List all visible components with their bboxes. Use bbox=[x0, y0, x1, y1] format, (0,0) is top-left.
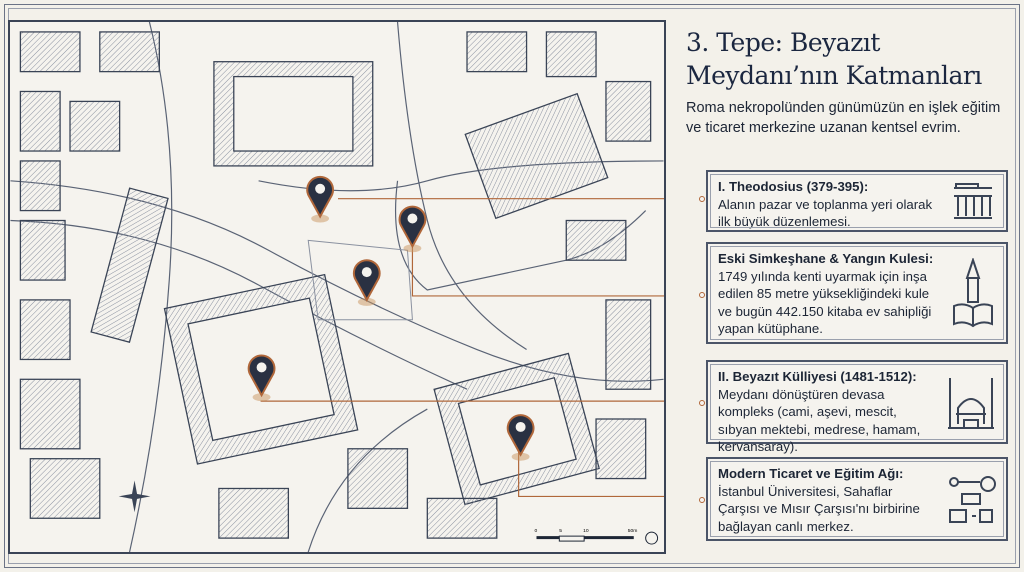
mosque-icon bbox=[948, 378, 994, 429]
map[interactable]: 0 5 10 50m bbox=[8, 20, 666, 554]
outer-frame bbox=[4, 4, 1020, 568]
leader-lines bbox=[260, 198, 664, 498]
scale-label: 10 bbox=[583, 528, 589, 534]
map-pin-icon[interactable] bbox=[306, 175, 334, 223]
card-title: I. Theodosius (379-395): bbox=[718, 179, 869, 194]
map-pin-icon[interactable] bbox=[398, 205, 427, 253]
map-pin-icon[interactable] bbox=[247, 354, 276, 402]
connector-dot bbox=[699, 292, 705, 298]
card-text: İstanbul Üniversitesi, Sahaflar Çarşısı … bbox=[718, 483, 920, 534]
scale-label: 50m bbox=[628, 528, 638, 534]
card-text: Meydanı dönüştüren devasa kompleks (cami… bbox=[718, 386, 921, 455]
scale-bar: 0 5 10 50m bbox=[535, 528, 659, 545]
page-title: 3. Tepe: Beyazıt Meydanı’nın Katmanları bbox=[686, 28, 982, 90]
roman-forum-icon bbox=[954, 183, 992, 219]
scale-label: 5 bbox=[559, 528, 562, 534]
map-pins bbox=[247, 175, 535, 461]
card-title: Modern Ticaret ve Eğitim Ağı: bbox=[718, 466, 904, 481]
card-text: 1749 yılında kenti uyarmak için inşa edi… bbox=[718, 268, 932, 337]
square-outline bbox=[307, 239, 413, 321]
card-beyazit-kulliyesi: II. Beyazıt Külliyesi (1481-1512): Meyda… bbox=[699, 360, 1008, 454]
card-text: Alanın pazar ve toplanma yeri olarak ilk… bbox=[718, 196, 933, 230]
card-theodosius: I. Theodosius (379-395): Alanın pazar ve… bbox=[699, 170, 1008, 232]
card-title: Eski Simkeşhane & Yangın Kulesi: bbox=[718, 251, 934, 266]
map-pin-icon[interactable] bbox=[352, 259, 381, 306]
compass-rose-icon bbox=[118, 480, 151, 513]
north-arrow-icon bbox=[645, 531, 659, 545]
card-title: II. Beyazıt Külliyesi (1481-1512): bbox=[718, 369, 917, 384]
tower-book-icon bbox=[953, 258, 993, 328]
connector-dot bbox=[699, 497, 705, 503]
card-simkeshane: Eski Simkeşhane & Yangın Kulesi: 1749 yı… bbox=[699, 242, 1008, 344]
connector-dot bbox=[699, 400, 705, 406]
connector-dot bbox=[699, 196, 705, 202]
network-icon bbox=[949, 476, 996, 523]
scale-label: 0 bbox=[535, 528, 538, 534]
map-pin-icon[interactable] bbox=[506, 414, 535, 461]
card-modern-network: Modern Ticaret ve Eğitim Ağı: İstanbul Ü… bbox=[699, 457, 1008, 541]
streets bbox=[10, 22, 664, 552]
subtitle: Roma nekropolünden günümüzün en işlek eğ… bbox=[686, 100, 1001, 136]
